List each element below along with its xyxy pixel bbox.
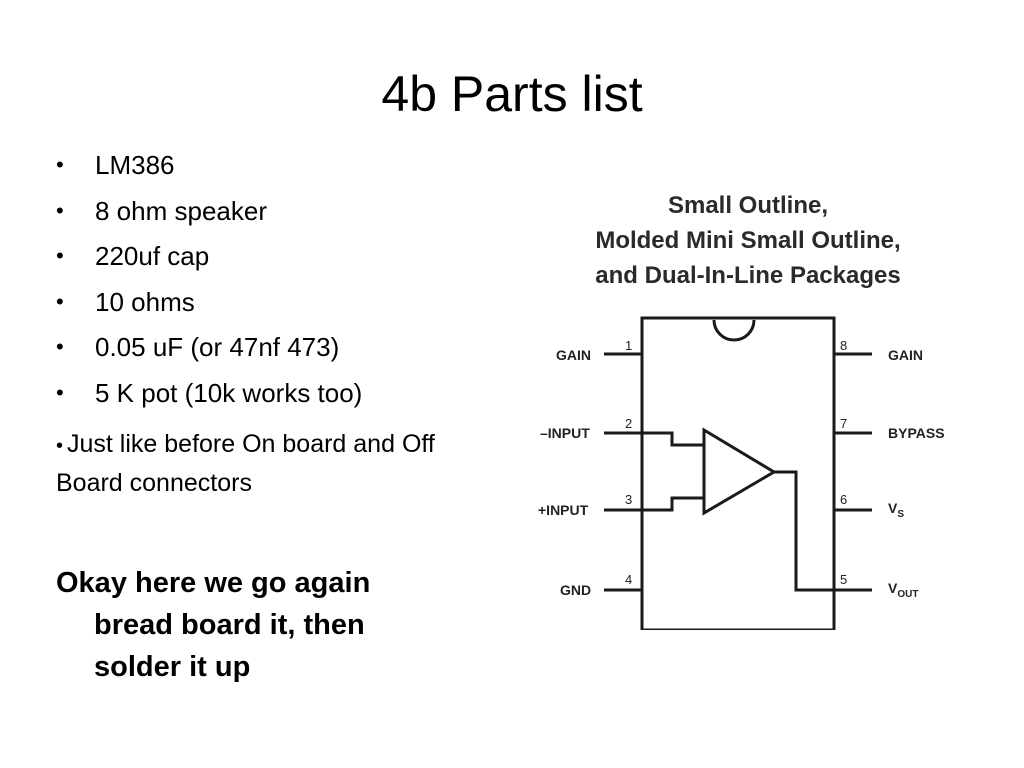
bullet-icon: •: [56, 197, 64, 223]
parts-list-item: • 5 K pot (10k works too): [56, 378, 496, 408]
part-label: LM386: [95, 150, 175, 180]
closing-line: solder it up: [94, 651, 251, 683]
pin-number: 8: [840, 338, 848, 353]
pin-number: 3: [625, 492, 633, 507]
pin-label: VOUT: [888, 580, 918, 600]
pin-number: 5: [840, 572, 848, 587]
closing-line: bread board it, then: [94, 609, 365, 641]
slide-title: 4b Parts list: [381, 66, 643, 122]
pin-label: GND: [560, 582, 592, 598]
bullet-icon: •: [56, 435, 64, 457]
opamp-triangle: [702, 427, 777, 516]
part-label: 0.05 uF (or 47nf 473): [95, 332, 340, 362]
parts-list-item: • 0.05 uF (or 47nf 473): [56, 332, 496, 362]
note-text: Just like before On board and Off Board …: [56, 430, 435, 497]
package-heading-line: Molded Mini Small Outline,: [595, 227, 901, 254]
bullet-icon: •: [56, 243, 64, 268]
pin-number: 7: [840, 416, 848, 431]
package-heading: Small Outline, Molded Mini Small Outline…: [538, 188, 958, 293]
ic-body: [640, 316, 836, 630]
input-wire: [642, 496, 704, 512]
part-label: 220uf cap: [95, 241, 210, 271]
pin-label: VS: [888, 500, 904, 520]
parts-list-item: • 220uf cap: [56, 241, 496, 271]
pin-label-subscript: S: [897, 508, 905, 520]
parts-list-item: • 10 ohms: [56, 287, 496, 317]
pin-number: 2: [625, 416, 633, 431]
output-wire: [774, 470, 834, 592]
pin-label-text: V: [888, 580, 898, 596]
closing-line: Okay here we go again: [56, 567, 371, 599]
connectors-note: •Just like before On board and Off Board…: [56, 426, 496, 502]
parts-list: • LM386 • 8 ohm speaker • 220uf cap • 10 ohm…: [56, 150, 496, 423]
pin-label: GAIN: [556, 347, 591, 363]
ic-notch: [712, 319, 756, 342]
bullet-icon: •: [56, 379, 64, 405]
bullet-icon: •: [56, 334, 64, 359]
parts-list-item: • LM386: [56, 150, 496, 180]
parts-list-item: • 8 ohm speaker: [56, 196, 496, 226]
pin-number: 1: [625, 338, 633, 353]
bullet-icon: •: [56, 288, 64, 314]
pin-label-subscript: OUT: [897, 588, 919, 600]
pin-label: BYPASS: [888, 425, 945, 441]
pin-label: GAIN: [888, 347, 923, 363]
pin-label-text: V: [888, 500, 898, 516]
part-label: 10 ohms: [95, 286, 195, 317]
pin-number: 4: [625, 572, 633, 587]
part-label: 8 ohm speaker: [95, 195, 267, 226]
bullet-icon: •: [56, 152, 64, 177]
pin-label: –INPUT: [540, 425, 590, 441]
lm386-pinout-diagram: Small Outline, Molded Mini Small Outline…: [538, 180, 978, 630]
pinout-drawing: [604, 316, 872, 630]
package-heading-line: and Dual-In-Line Packages: [595, 262, 901, 289]
closing-instructions: Okay here we go again bread board it, th…: [56, 562, 456, 688]
part-label: 5 K pot (10k works too): [95, 377, 363, 408]
input-wire: [642, 431, 704, 447]
package-heading-line: Small Outline,: [667, 192, 829, 219]
pin-number: 6: [840, 492, 848, 507]
pin-label: +INPUT: [538, 502, 589, 518]
